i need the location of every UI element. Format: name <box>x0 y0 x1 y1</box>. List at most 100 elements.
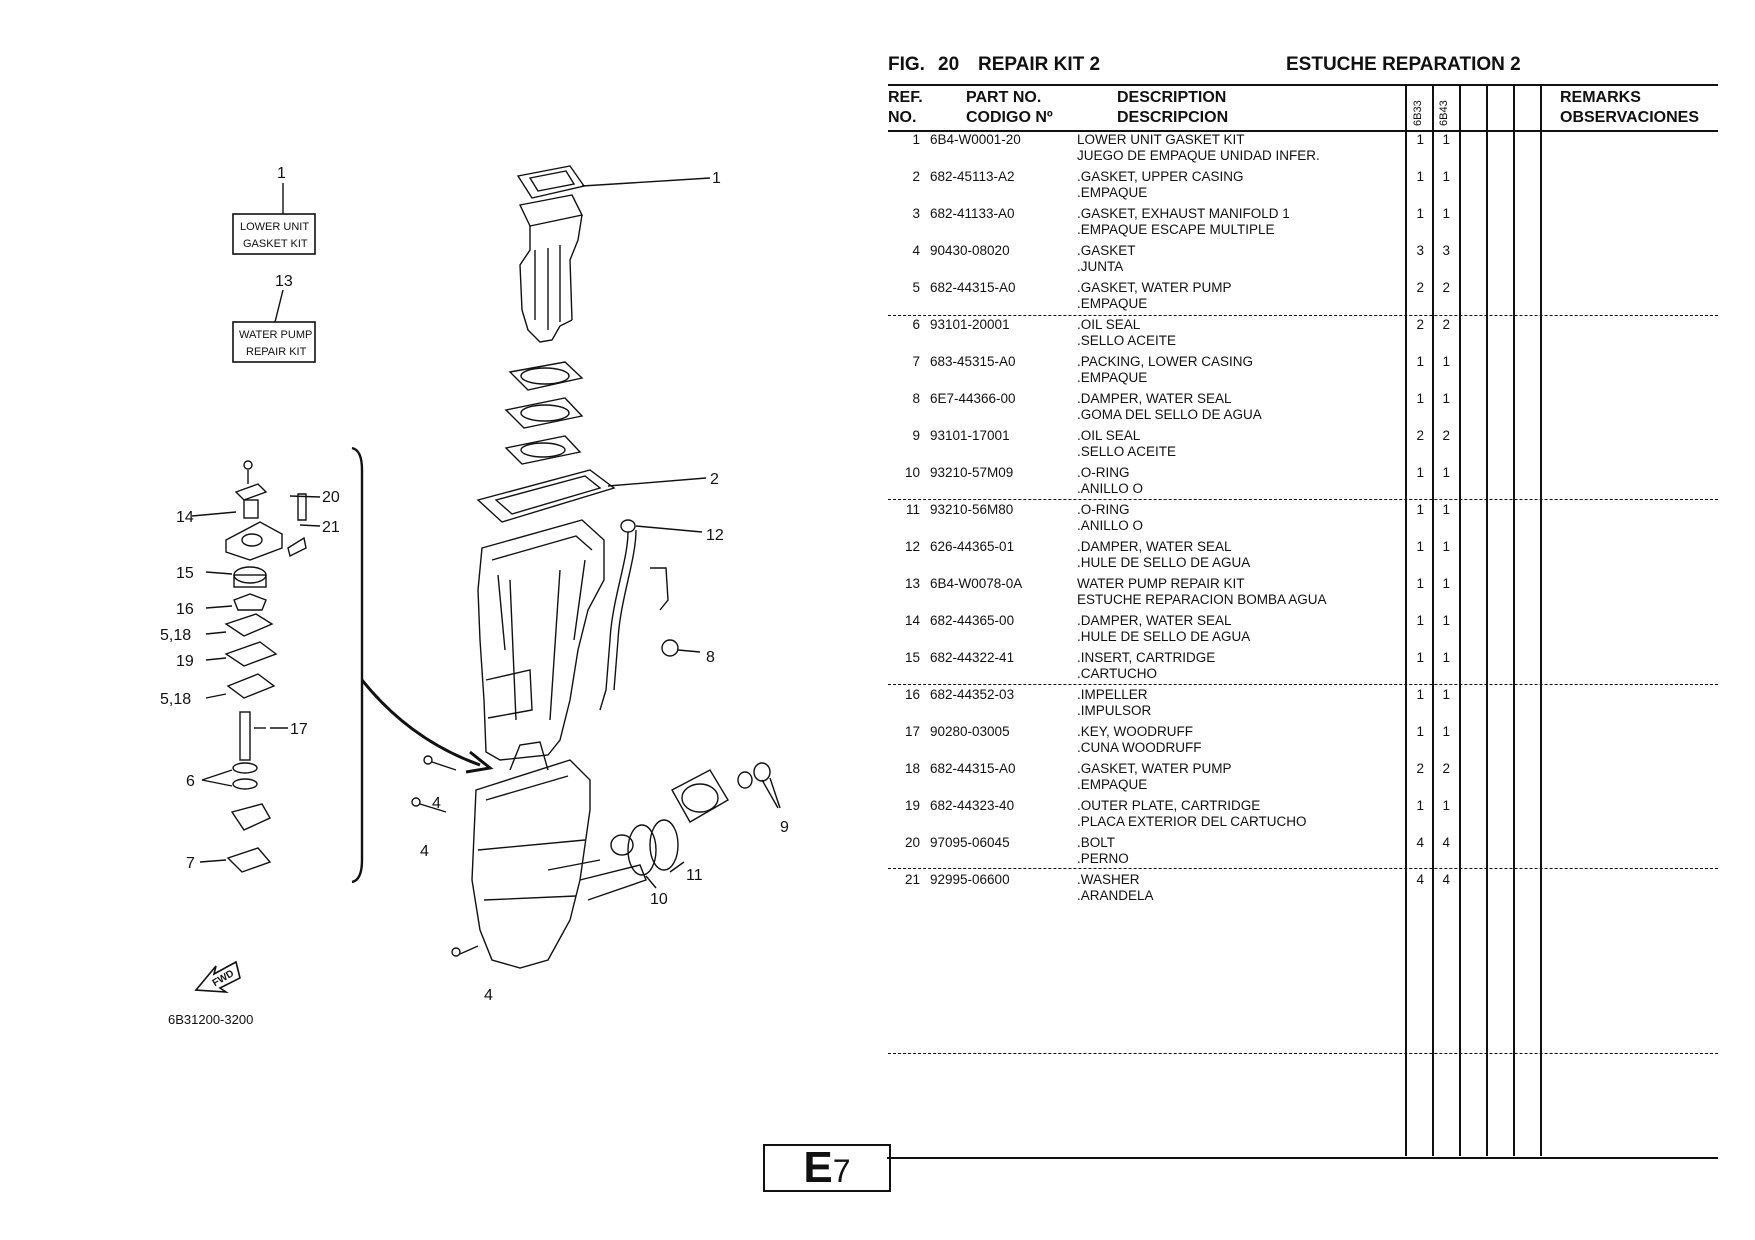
row-desc-en: .OIL SEAL <box>1077 428 1141 443</box>
row-part-no: 93101-17001 <box>930 428 1010 443</box>
row-qty-1: 1 <box>1416 354 1424 369</box>
figure-code: 6B31200-3200 <box>168 1012 253 1027</box>
row-part-no: 6B4-W0078-0A <box>930 576 1023 591</box>
row-qty-1: 4 <box>1416 872 1424 887</box>
row-desc-es: .HULE DE SELLO DE AGUA <box>1077 629 1251 644</box>
kit2-label-line2: REPAIR KIT <box>246 346 307 358</box>
callout-7: 7 <box>186 855 195 872</box>
group-divider-1 <box>888 315 1718 316</box>
row-desc-es: .EMPAQUE <box>1077 185 1148 200</box>
row-part-no: 682-44322-41 <box>930 650 1015 665</box>
row-ref: 5 <box>912 280 920 295</box>
callout-8: 8 <box>706 649 715 666</box>
qty-col-line-4 <box>1486 84 1488 1156</box>
part-water-seal-damper-12 <box>620 519 636 533</box>
row-desc-en: .KEY, WOODRUFF <box>1077 724 1194 739</box>
kit-box-lower-unit <box>232 213 316 255</box>
row-part-no: 93210-56M80 <box>930 502 1014 517</box>
col-descripcion: DESCRIPCION <box>1117 109 1229 126</box>
row-part-no: 93101-20001 <box>930 317 1010 332</box>
row-qty-1: 1 <box>1416 206 1424 221</box>
row-qty-2: 1 <box>1442 539 1450 554</box>
row-ref: 10 <box>904 465 920 480</box>
row-part-no: 626-44365-01 <box>930 539 1015 554</box>
col-ref: REF. <box>888 89 923 106</box>
figure-title: REPAIR KIT 2 <box>978 54 1101 75</box>
row-qty-2: 1 <box>1442 724 1450 739</box>
callout-20: 20 <box>322 489 340 506</box>
row-desc-en: .IMPELLER <box>1077 687 1148 702</box>
col-no: NO. <box>888 109 917 126</box>
table-top-rule <box>888 84 1718 86</box>
row-qty-2: 4 <box>1442 872 1450 887</box>
row-desc-es: .ARANDELA <box>1077 888 1154 903</box>
callout-21: 21 <box>322 519 340 536</box>
row-desc-en: .WASHER <box>1077 872 1140 887</box>
row-ref: 12 <box>904 539 920 554</box>
row-ref: 21 <box>904 872 920 887</box>
row-ref: 2 <box>912 169 920 184</box>
col-model-1: 6B33 <box>1412 100 1424 126</box>
row-part-no: 90430-08020 <box>930 243 1010 258</box>
qty-col-line-1 <box>1405 84 1407 1156</box>
row-part-no: 682-44365-00 <box>930 613 1015 628</box>
col-observaciones: OBSERVACIONES <box>1560 109 1699 126</box>
qty-col-line-6 <box>1540 84 1542 1156</box>
row-desc-es: .EMPAQUE <box>1077 370 1148 385</box>
row-qty-1: 2 <box>1416 761 1424 776</box>
figure-label: FIG. <box>888 54 925 75</box>
part-lower-casing <box>471 741 647 969</box>
row-part-no: 6E7-44366-00 <box>930 391 1016 406</box>
row-part-no: 93210-57M09 <box>930 465 1014 480</box>
table-bottom-rule <box>887 1157 1718 1159</box>
row-qty-1: 2 <box>1416 280 1424 295</box>
assembly-arrow <box>360 679 481 767</box>
row-desc-en: .GASKET, WATER PUMP <box>1077 761 1232 776</box>
row-ref: 20 <box>904 835 920 850</box>
callout-13: 13 <box>275 273 293 290</box>
row-ref: 13 <box>904 576 920 591</box>
row-ref: 14 <box>904 613 920 628</box>
row-qty-1: 3 <box>1416 243 1424 258</box>
section-letter: E <box>803 1143 833 1192</box>
row-desc-es: .JUNTA <box>1077 259 1124 274</box>
figure-title-es: ESTUCHE REPARATION 2 <box>1286 54 1521 75</box>
page-marker: E7 <box>763 1144 891 1192</box>
row-qty-2: 3 <box>1442 243 1450 258</box>
row-desc-en: .GASKET, WATER PUMP <box>1077 280 1232 295</box>
row-qty-2: 1 <box>1442 798 1450 813</box>
row-qty-1: 1 <box>1416 798 1424 813</box>
col-codigo: CODIGO Nº <box>966 109 1053 126</box>
page-number: 7 <box>832 1153 851 1189</box>
row-ref: 3 <box>912 206 920 221</box>
row-ref: 9 <box>912 428 920 443</box>
row-desc-en: .GASKET <box>1077 243 1136 258</box>
callout-14: 14 <box>176 509 194 526</box>
row-ref: 1 <box>912 132 920 147</box>
callout-4c: 4 <box>484 987 493 1004</box>
row-qty-2: 2 <box>1442 317 1450 332</box>
row-qty-2: 1 <box>1442 687 1450 702</box>
row-desc-en: .OUTER PLATE, CARTRIDGE <box>1077 798 1261 813</box>
group-divider-2 <box>888 499 1718 500</box>
row-qty-1: 1 <box>1416 650 1424 665</box>
callout-11: 11 <box>686 867 703 884</box>
col-part-no: PART NO. <box>966 89 1042 106</box>
row-qty-1: 4 <box>1416 835 1424 850</box>
callout-3: 1 <box>712 170 721 187</box>
group-divider-3 <box>888 684 1718 685</box>
callout-5-18a: 5,18 <box>160 627 191 644</box>
part-gasket-stack <box>504 361 584 465</box>
row-part-no: 682-44315-A0 <box>930 280 1016 295</box>
row-qty-1: 1 <box>1416 576 1424 591</box>
group-divider-4 <box>888 868 1718 869</box>
row-desc-en: .OIL SEAL <box>1077 317 1141 332</box>
row-qty-2: 1 <box>1442 650 1450 665</box>
row-desc-en: .GASKET, EXHAUST MANIFOLD 1 <box>1077 206 1290 221</box>
row-desc-en: .O-RING <box>1077 465 1130 480</box>
col-description: DESCRIPTION <box>1117 89 1227 106</box>
row-qty-2: 2 <box>1442 761 1450 776</box>
group-divider-5 <box>888 1053 1718 1054</box>
row-ref: 19 <box>904 798 920 813</box>
row-qty-2: 1 <box>1442 391 1450 406</box>
